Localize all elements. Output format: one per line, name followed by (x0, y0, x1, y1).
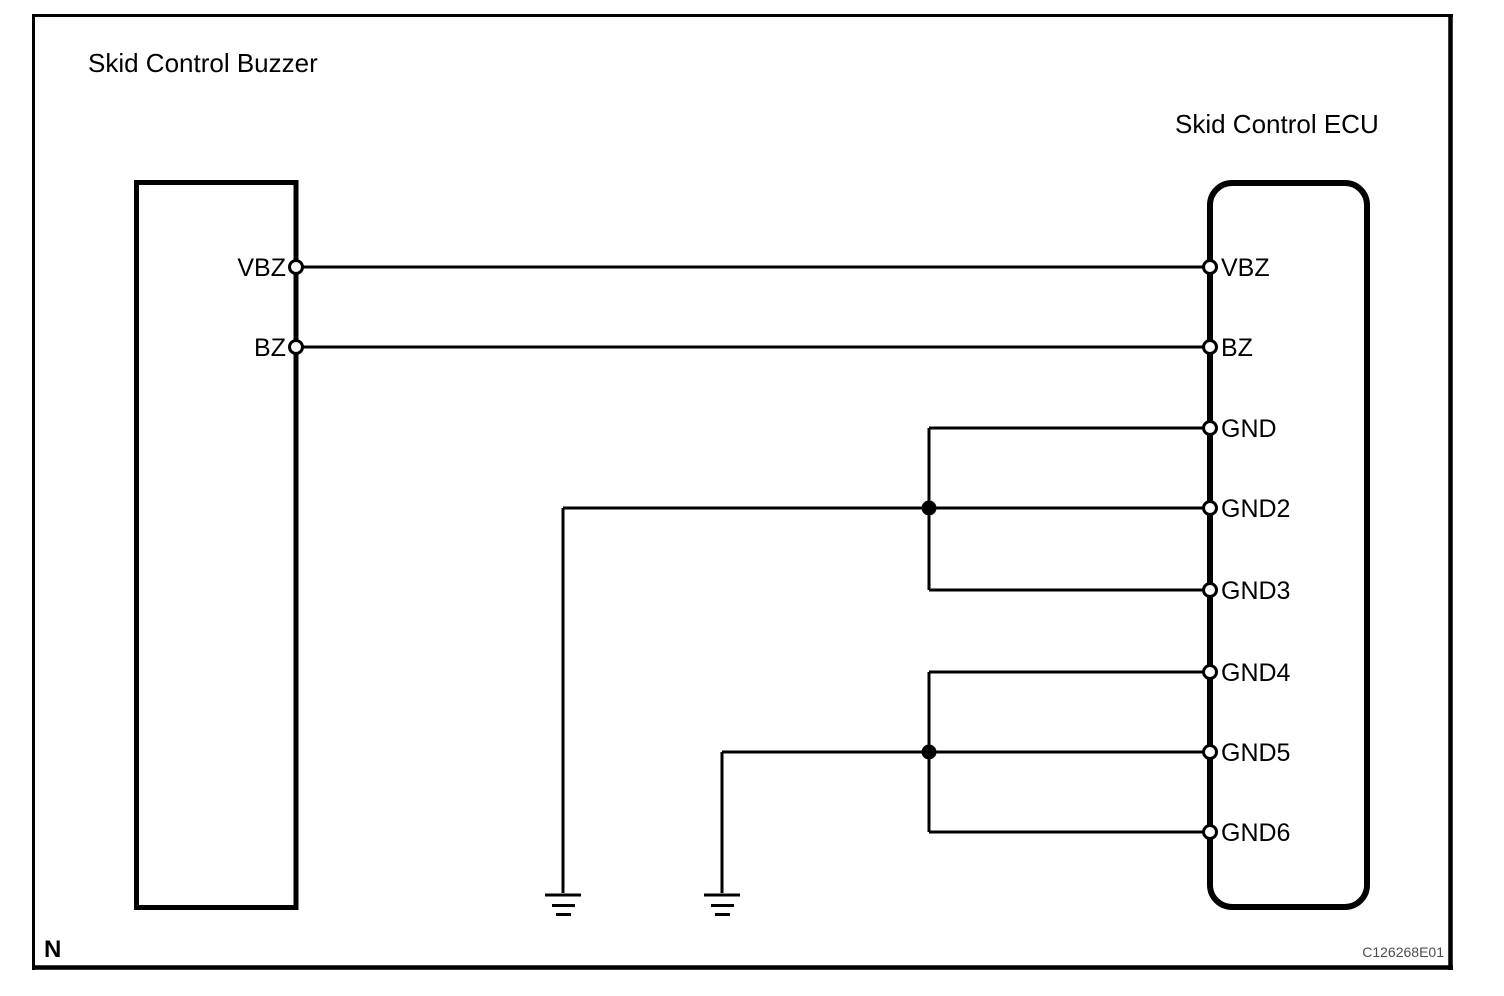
ecu-pin-gnd-terminal (1202, 420, 1218, 436)
wires (303, 265, 1203, 893)
ecu-pin-label-gnd: GND (1221, 415, 1277, 443)
ecu-pin-gnd6-terminal (1202, 824, 1218, 840)
ecu-pin-label-gnd4: GND4 (1221, 659, 1291, 687)
buzzer-box (134, 180, 299, 910)
ecu-pin-gnd2-terminal (1202, 500, 1218, 516)
ecu-pin-label-gnd3: GND3 (1221, 577, 1290, 605)
ecu-pin-bz-terminal (1202, 339, 1218, 355)
ecu-box (1207, 180, 1370, 910)
junction-dot-gnd2 (921, 500, 937, 516)
ecu-pin-gnd5-terminal (1202, 744, 1218, 760)
ecu-title: Skid Control ECU (1175, 109, 1379, 139)
ground-icon (704, 893, 740, 916)
ecu-pin-gnd3-terminal (1202, 582, 1218, 598)
ecu-pin-label-gnd6: GND6 (1221, 819, 1290, 847)
buzzer-pin-bz-terminal (288, 339, 304, 355)
buzzer-pin-label-vbz: VBZ (237, 254, 286, 282)
ecu-pin-label-gnd5: GND5 (1221, 739, 1290, 767)
ecu-pin-gnd4-terminal (1202, 664, 1218, 680)
buzzer-title: Skid Control Buzzer (88, 48, 318, 78)
ecu-pin-vbz-terminal (1202, 259, 1218, 275)
footer-marker: N (44, 936, 61, 963)
page-border (32, 14, 1453, 970)
junction-dot-gnd5 (921, 744, 937, 760)
buzzer-pin-label-bz: BZ (254, 334, 286, 362)
ecu-pin-label-bz: BZ (1221, 334, 1253, 362)
ecu-pin-label-gnd2: GND2 (1221, 495, 1290, 523)
figure-code: C126268E01 (1362, 944, 1444, 960)
ecu-pin-label-vbz: VBZ (1221, 254, 1270, 282)
ground-icon (545, 893, 581, 916)
buzzer-pin-vbz-terminal (288, 259, 304, 275)
